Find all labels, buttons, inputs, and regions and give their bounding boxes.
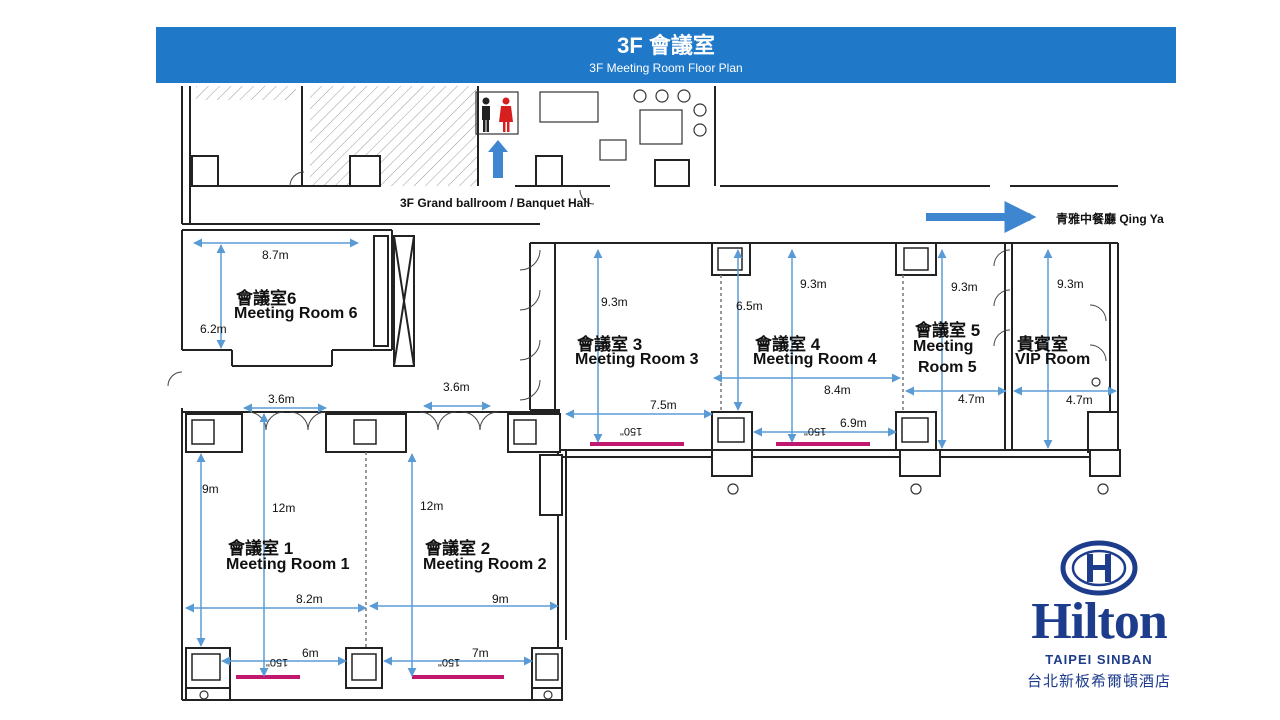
header-bar: 3F 會議室 3F Meeting Room Floor Plan xyxy=(156,27,1176,83)
room2-zh: 會議室 2 xyxy=(425,539,491,558)
room5-en-line1: Meeting xyxy=(913,338,974,355)
screen-size-r1: 150" xyxy=(266,656,289,668)
dim-r1-w2: 6m xyxy=(302,646,319,660)
hilton-emblem-icon xyxy=(1060,540,1138,596)
dimension-lines xyxy=(185,238,1117,677)
screen-size-r2: 150" xyxy=(438,656,461,668)
restroom-area xyxy=(475,89,707,161)
fixtures xyxy=(199,377,1109,700)
dim-r3-width: 7.5m xyxy=(650,398,677,412)
dim-r4-w2: 6.9m xyxy=(840,416,867,430)
room3-en: Meeting Room 3 xyxy=(575,351,699,368)
up-arrow-icon xyxy=(493,150,503,178)
dim-r2-height: 12m xyxy=(420,499,444,513)
room1-zh: 會議室 1 xyxy=(228,539,294,558)
hilton-location-en: TAIPEI SINBAN xyxy=(1045,652,1153,667)
dim-r2-w1: 9m xyxy=(492,592,509,606)
dim-corridor-a: 3.6m xyxy=(268,392,295,406)
room6-en: Meeting Room 6 xyxy=(234,305,358,322)
room4-en: Meeting Room 4 xyxy=(753,351,877,368)
dim-r1-h1: 9m xyxy=(202,482,219,496)
hilton-wordmark: Hilton xyxy=(1031,593,1168,650)
qingya-label: 青雅中餐廳 Qing Ya xyxy=(1056,212,1164,226)
column-details xyxy=(191,247,929,681)
dim-r4-w1: 8.4m xyxy=(824,383,851,397)
dim-corridor-b: 3.6m xyxy=(443,380,470,394)
hatched-area xyxy=(310,86,478,186)
room2-en: Meeting Room 2 xyxy=(423,556,547,573)
ballroom-label: 3F Grand ballroom / Banquet Hall xyxy=(400,196,591,210)
page-subtitle: 3F Meeting Room Floor Plan xyxy=(589,61,743,75)
dim-r1-w1: 8.2m xyxy=(296,592,323,606)
vip-en: VIP Room xyxy=(1015,351,1091,368)
dim-r1-h2: 12m xyxy=(272,501,296,515)
dim-r6-height: 6.2m xyxy=(200,322,227,336)
restroom-icon xyxy=(482,97,513,132)
dim-r3-height: 9.3m xyxy=(601,295,628,309)
hilton-location-zh: 台北新板希爾頓酒店 xyxy=(1026,673,1171,690)
dim-r4-h1: 6.5m xyxy=(736,299,763,313)
dim-r6-width: 8.7m xyxy=(262,248,289,262)
dim-r2-w2: 7m xyxy=(472,646,489,660)
room3-zh: 會議室 3 xyxy=(577,335,643,354)
screen-size-r3: 150" xyxy=(620,425,643,437)
partitions xyxy=(365,275,904,648)
hatched-area xyxy=(196,86,296,100)
up-arrow-head-icon xyxy=(488,140,508,152)
columns xyxy=(185,155,1121,701)
screens xyxy=(236,442,870,679)
room1-en: Meeting Room 1 xyxy=(226,556,350,573)
dim-vip-height: 9.3m xyxy=(1057,277,1084,291)
room6-zh: 會議室6 xyxy=(236,289,297,308)
vip-zh: 貴賓室 xyxy=(1017,335,1068,354)
room5-en-line2: Room 5 xyxy=(918,359,977,376)
dim-r5-width: 4.7m xyxy=(958,392,985,406)
hilton-logo: Hilton TAIPEI SINBAN 台北新板希爾頓酒店 xyxy=(1004,540,1194,691)
page-title: 3F 會議室 xyxy=(617,33,715,58)
screen-size-r4: 150" xyxy=(804,425,827,437)
dim-r5-height: 9.3m xyxy=(951,280,978,294)
dim-r4-h2: 9.3m xyxy=(800,277,827,291)
room5-zh: 會議室 5 xyxy=(915,321,981,340)
room4-zh: 會議室 4 xyxy=(755,335,821,354)
dim-vip-width: 4.7m xyxy=(1066,393,1093,407)
